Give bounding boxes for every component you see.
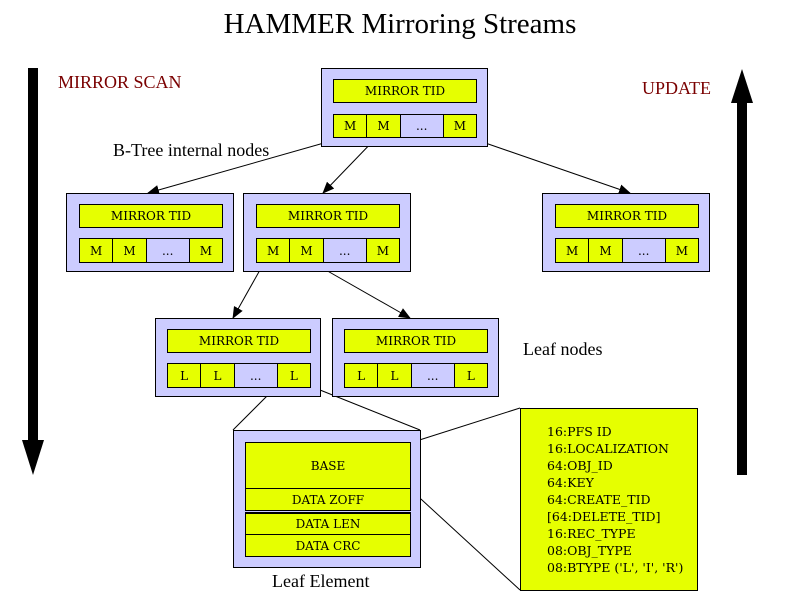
pointer-cell: M	[556, 239, 590, 262]
root-node: MIRROR TID M M ... M	[321, 68, 488, 147]
base-field-item: 64:OBJ_ID	[547, 458, 613, 473]
update-arrow-head	[731, 69, 753, 103]
mirror-tid-field: MIRROR TID	[555, 204, 699, 228]
leaf-data-zoff-field: DATA ZOFF	[245, 488, 411, 511]
mirror-tid-field: MIRROR TID	[79, 204, 223, 228]
edge-root-to-node-c	[467, 136, 631, 195]
pointer-cell: M	[366, 239, 399, 262]
child-pointer-row: M M ... M	[333, 114, 477, 138]
base-field-item: 08:OBJ_TYPE	[547, 543, 632, 558]
leaf-element-label: Leaf Element	[272, 571, 370, 591]
pointer-cell: M	[290, 239, 324, 262]
pointer-cell: M	[665, 239, 698, 262]
pointer-cell: M	[257, 239, 291, 262]
leaf-cell: L	[345, 364, 379, 387]
pointer-cell: M	[367, 115, 401, 137]
pointer-ellipsis: ...	[323, 239, 367, 262]
leaf-cell: L	[378, 364, 412, 387]
base-field-item: 64:CREATE_TID	[547, 492, 651, 507]
leaf-data-len-field: DATA LEN	[245, 512, 411, 535]
internal-nodes-label: B-Tree internal nodes	[113, 140, 270, 160]
leaf-nodes-label: Leaf nodes	[523, 339, 603, 359]
base-field-item: 16:PFS ID	[547, 424, 612, 439]
base-field-item: 08:BTYPE ('L', 'I', 'R')	[547, 560, 684, 575]
base-to-fields-top	[409, 407, 521, 444]
mirror-scan-arrow-head	[22, 440, 44, 475]
leaf-cell: L	[168, 364, 202, 387]
internal-node-b: MIRROR TID M M ... M	[243, 193, 411, 272]
page-title: HAMMER Mirroring Streams	[223, 8, 577, 40]
pointer-cell: M	[589, 239, 623, 262]
pointer-cell: M	[334, 115, 368, 137]
pointer-cell: M	[443, 115, 476, 137]
leaf-cell: L	[277, 364, 310, 387]
leaf-pointer-row: L L ... L	[167, 363, 311, 388]
leaf-element: BASE DATA ZOFF DATA LEN DATA CRC	[233, 430, 421, 568]
mirror-scan-label: MIRROR SCAN	[58, 72, 182, 92]
pointer-cell: M	[80, 239, 114, 262]
pointer-cell: M	[113, 239, 147, 262]
leaf-data-crc-field: DATA CRC	[245, 534, 411, 557]
mirror-scan-arrow-shaft	[28, 68, 38, 448]
mirror-tid-field: MIRROR TID	[167, 329, 311, 353]
leaf-node-b: MIRROR TID L L ... L	[332, 318, 499, 397]
base-to-fields-bottom	[409, 488, 521, 591]
leaf-ellipsis: ...	[234, 364, 278, 387]
base-field-item: [64:DELETE_TID]	[547, 509, 661, 524]
pointer-ellipsis: ...	[622, 239, 666, 262]
leaf-pointer-row: L L ... L	[344, 363, 488, 388]
update-arrow-shaft	[737, 100, 747, 475]
child-pointer-row: M M ... M	[79, 238, 223, 263]
pointer-ellipsis: ...	[146, 239, 190, 262]
leaf-cell: L	[454, 364, 487, 387]
leaf-base-field: BASE	[245, 442, 411, 489]
mirror-tid-field: MIRROR TID	[344, 329, 488, 353]
edge-root-to-node-a	[147, 136, 346, 195]
internal-node-a: MIRROR TID M M ... M	[66, 193, 234, 272]
base-field-item: 16:REC_TYPE	[547, 526, 636, 541]
child-pointer-row: M M ... M	[256, 238, 400, 263]
internal-node-c: MIRROR TID M M ... M	[542, 193, 710, 272]
leaf-ellipsis: ...	[411, 364, 455, 387]
expand-line-right	[309, 385, 421, 431]
child-pointer-row: M M ... M	[555, 238, 699, 263]
mirror-tid-field: MIRROR TID	[256, 204, 400, 228]
leaf-node-a: MIRROR TID L L ... L	[155, 318, 321, 397]
pointer-ellipsis: ...	[400, 115, 444, 137]
base-field-item: 16:LOCALIZATION	[547, 441, 669, 456]
update-label: UPDATE	[642, 78, 712, 98]
pointer-cell: M	[189, 239, 222, 262]
base-fields-box: 16:PFS ID 16:LOCALIZATION 64:OBJ_ID 64:K…	[520, 408, 698, 591]
mirror-tid-field: MIRROR TID	[333, 79, 477, 103]
leaf-cell: L	[201, 364, 235, 387]
base-field-item: 64:KEY	[547, 475, 594, 490]
